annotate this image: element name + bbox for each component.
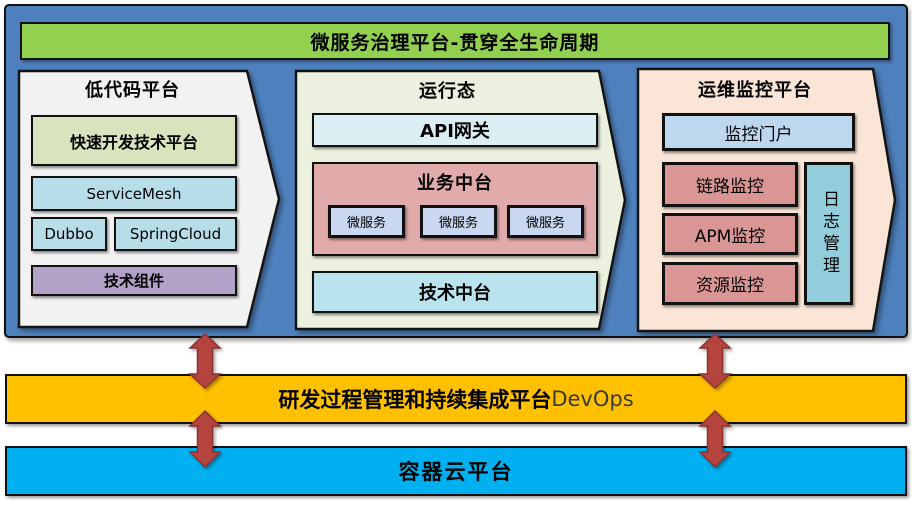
governance-banner-label: 微服务治理平台-贯穿全生命周期 [310,31,600,54]
microservice-box: 微服务 [328,205,405,238]
api-gateway-box: API网关 [312,113,598,147]
tech-middleware-box: 技术中台 [312,271,598,313]
double-arrow-icon [698,409,732,469]
rapid-dev-box: 快速开发技术平台 [31,115,237,166]
dubbo-box: Dubbo [31,217,107,251]
link-monitor-box: 链路监控 [662,162,798,207]
governance-banner: 微服务治理平台-贯穿全生命周期 [20,22,890,60]
microservice-box: 微服务 [420,205,497,238]
runtime-panel: 运行态 API网关 业务中台 微服务 微服务 微服务 技术中台 [294,69,627,331]
spring-cloud-box: SpringCloud [114,217,237,251]
ops-panel: 运维监控平台 监控门户 链路监控 APM监控 资源监控 日志管理 [636,67,897,333]
double-arrow-icon [188,332,222,390]
apm-monitor-box: APM监控 [662,213,798,255]
log-management-box: 日志管理 [804,162,853,305]
devops-banner-suffix: DevOps [551,387,634,411]
low-code-panel: 低代码平台 快速开发技术平台 ServiceMesh Dubbo SpringC… [17,69,281,329]
double-arrow-icon [698,332,732,390]
microservice-box: 微服务 [507,205,584,238]
container-cloud-banner-label: 容器云平台 [398,460,514,484]
devops-banner-label: 研发过程管理和持续集成平台 [278,388,552,412]
monitor-portal-box: 监控门户 [662,113,855,151]
business-middleware-title: 业务中台 [417,173,493,194]
low-code-title: 低代码平台 [85,80,180,101]
service-mesh-box: ServiceMesh [31,176,237,211]
resource-monitor-box: 资源监控 [662,262,798,305]
runtime-title: 运行态 [419,81,476,102]
container-cloud-banner: 容器云平台 [5,446,907,496]
ops-title: 运维监控平台 [698,80,812,101]
double-arrow-icon [188,409,222,469]
tech-components-box: 技术组件 [31,265,237,296]
